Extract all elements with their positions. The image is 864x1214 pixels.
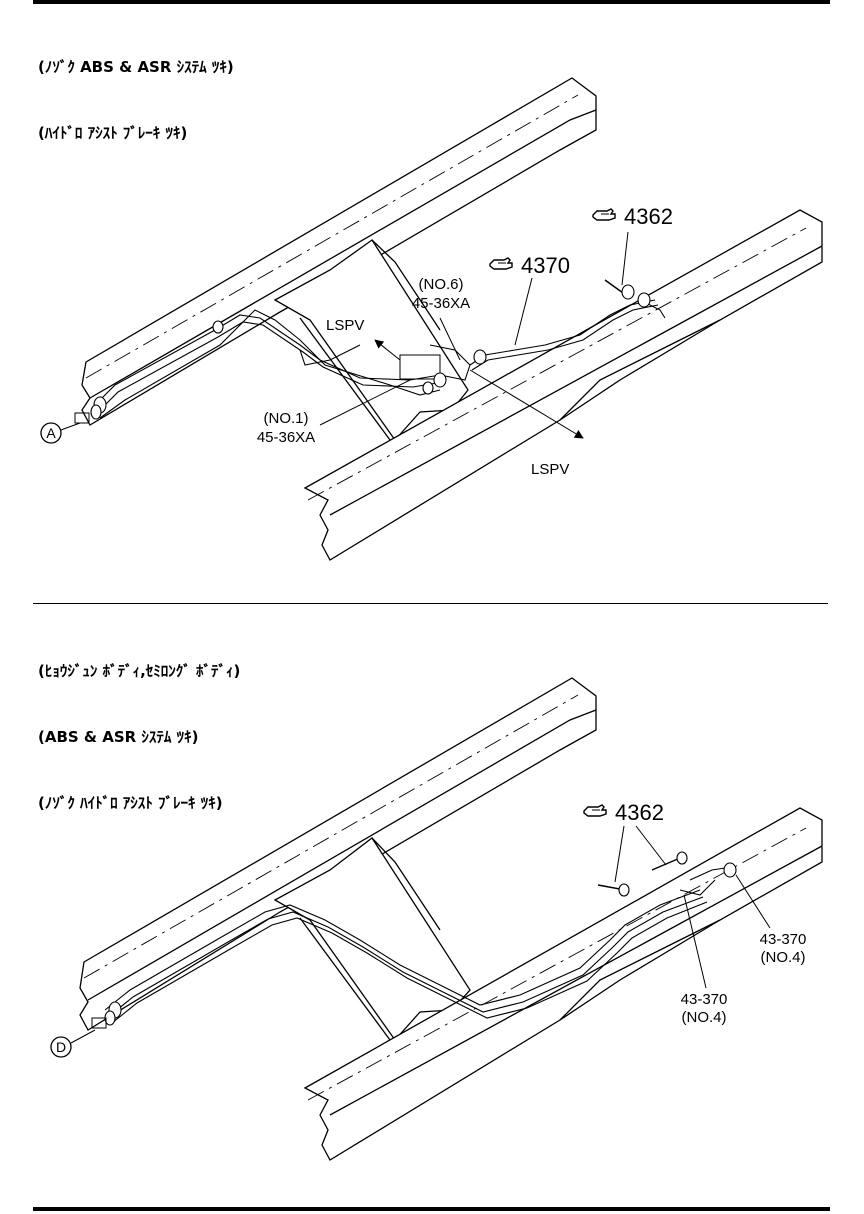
top-leaders <box>319 231 629 439</box>
callout-a: A <box>40 412 90 444</box>
callout-a-label: A <box>46 425 56 441</box>
top-caption-line-2: (ﾊｲﾄﾞﾛ ｱｼｽﾄ ﾌﾞﾚｰｷ ﾂｷ) <box>38 124 188 142</box>
section-divider <box>33 603 828 604</box>
bottom-fittings <box>104 851 737 1026</box>
bottom-caption: (ﾋｮｳｼﾞｭﾝ ﾎﾞﾃﾞｨ,ｾﾐﾛﾝｸﾞ ﾎﾞﾃﾞｨ) (ABS & ASR … <box>38 616 240 836</box>
top-fittings <box>90 284 651 420</box>
top-part-no6: 45-36XA <box>412 295 470 312</box>
bottom-border <box>33 1207 830 1211</box>
top-ref-4370: 4370 <box>521 253 570 278</box>
top-ref-4362: 4362 <box>624 204 673 229</box>
bottom-no4-left: (NO.4) <box>682 1009 727 1026</box>
bottom-leaders <box>614 825 771 989</box>
top-4362-pointer-icon <box>592 208 616 221</box>
callout-d: D <box>50 1017 107 1058</box>
top-no6: (NO.6) <box>419 276 464 293</box>
callout-d-label: D <box>56 1039 66 1055</box>
bottom-caption-line-3: (ﾉｿﾞｸ ﾊｲﾄﾞﾛ ｱｼｽﾄ ﾌﾞﾚｰｷ ﾂｷ) <box>38 794 223 812</box>
bottom-4362-pointer-icon <box>583 804 607 817</box>
top-lspv-upper: LSPV <box>326 317 364 334</box>
bottom-ref-4362: 4362 <box>615 800 664 825</box>
bottom-part-left: 43-370 <box>681 991 728 1008</box>
top-no1: (NO.1) <box>264 410 309 427</box>
bottom-brake-tubes <box>104 857 726 1024</box>
top-caption-line-1: (ﾉｿﾞｸ ABS & ASR ｼｽﾃﾑ ﾂｷ) <box>38 58 234 76</box>
bottom-caption-line-1: (ﾋｮｳｼﾞｭﾝ ﾎﾞﾃﾞｨ,ｾﾐﾛﾝｸﾞ ﾎﾞﾃﾞｨ) <box>38 662 241 680</box>
top-border <box>33 0 830 4</box>
top-lspv-lower: LSPV <box>531 461 569 478</box>
top-part-no1: 45-36XA <box>257 429 315 446</box>
bottom-no4-right: (NO.4) <box>761 949 806 966</box>
top-brake-tubes <box>94 279 666 419</box>
bottom-caption-line-2: (ABS & ASR ｼｽﾃﾑ ﾂｷ) <box>38 728 199 746</box>
bottom-frame-assembly <box>79 677 823 1161</box>
top-caption: (ﾉｿﾞｸ ABS & ASR ｼｽﾃﾑ ﾂｷ) (ﾊｲﾄﾞﾛ ｱｼｽﾄ ﾌﾞﾚ… <box>38 12 234 166</box>
top-4370-pointer-icon <box>489 257 513 270</box>
bottom-part-right: 43-370 <box>760 931 807 948</box>
top-frame-assembly <box>81 77 823 561</box>
